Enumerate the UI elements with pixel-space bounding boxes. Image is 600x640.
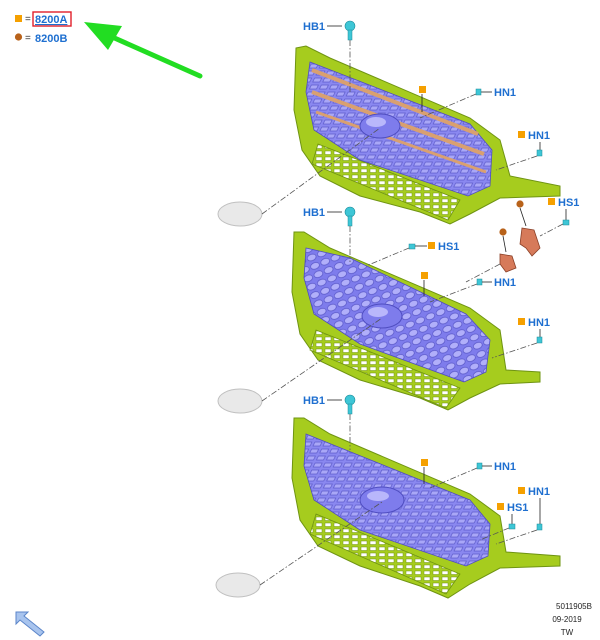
circle-marker-icon (14, 33, 23, 41)
grille-2-hn1-b-line (491, 342, 538, 359)
grille-1-hn1-a-line (419, 93, 477, 119)
bolt-icon (344, 394, 356, 415)
grille-2-label-hn1-a: HN1 (494, 277, 516, 289)
grille-1-label-hn1-a: HN1 (494, 87, 516, 99)
clip-icon (562, 219, 570, 226)
nav-arrow-icon[interactable] (15, 611, 45, 637)
grille-2-emblem-highlight (368, 307, 388, 317)
legend-highlight-box (32, 11, 72, 27)
grille-1-emblem-highlight (366, 117, 386, 127)
clip-icon (536, 523, 543, 531)
clip-icon (408, 243, 416, 250)
legend-equals-2: = (25, 33, 31, 44)
grille-assembly-3: HB1 HN1 HN1 HS1 (215, 394, 561, 599)
grille-2-bracket-line (465, 263, 501, 283)
clip-icon (536, 149, 543, 157)
grille-3-hs1-line (479, 527, 510, 541)
legend-equals-1: = (25, 14, 31, 25)
clip-icon (476, 462, 483, 470)
footer-date: 09-2019 (552, 615, 582, 624)
grille-2-hn1-a-line (429, 283, 478, 303)
grille-2-label-hn1-b: HN1 (528, 317, 550, 329)
grille-1-label-hn1-b: HN1 (528, 130, 550, 142)
bolt-icon (344, 206, 356, 227)
grille-assembly-1: HB1 HN1 HN1 (217, 20, 561, 227)
square-marker-icon (518, 131, 525, 138)
footer-code: 5011905B (556, 602, 592, 611)
drawing-footer: 5011905B 09-2019 TW (552, 602, 592, 637)
legend-code-circle[interactable]: 8200B (35, 33, 67, 45)
grille-3-label-hn1-b: HN1 (528, 486, 550, 498)
square-marker-icon (518, 487, 525, 494)
grille-1-strip-1 (311, 68, 479, 136)
grille-2-centerline (261, 317, 383, 402)
circle-marker-icon (516, 200, 524, 208)
grille-3-centerline (259, 501, 383, 586)
grille-3-emblem-highlight (367, 491, 389, 501)
grille-2-bracket-lead-b (502, 235, 507, 253)
legend: = 8200A = 8200B (14, 11, 72, 45)
clip-icon (536, 336, 543, 344)
square-marker-icon (419, 86, 426, 93)
grille-1-hn1-b-line (495, 155, 538, 171)
grille-3-lower-slots (309, 513, 461, 595)
grille-3-hn1-b-line (495, 529, 538, 545)
grille-2-lower-slots (309, 329, 461, 409)
grille-2-label-hs1-b: HS1 (558, 197, 579, 209)
grille-2-bracket-lead-a (519, 207, 527, 227)
grille-2-label-hb1: HB1 (303, 207, 325, 219)
square-marker-icon (518, 318, 525, 325)
bolt-icon (344, 20, 356, 41)
grille-3-label-hn1-a: HN1 (494, 461, 516, 473)
bracket-icon (499, 227, 541, 273)
clip-icon (475, 88, 482, 96)
legend-code-square[interactable]: 8200A (35, 14, 67, 26)
square-marker-icon (497, 503, 504, 510)
green-arrow-icon (84, 22, 203, 79)
grille-3-emblem-cover (215, 572, 261, 598)
grille-1-centerline (261, 127, 381, 215)
grille-3-label-hs1: HS1 (507, 502, 528, 514)
grille-1-lower-slots (311, 143, 461, 221)
grille-3-hn1-a-line (429, 467, 478, 489)
grille-1-strip-3 (315, 110, 487, 174)
clip-icon (508, 523, 516, 530)
clip-icon (476, 278, 483, 286)
grille-2-label-hs1-a: HS1 (438, 241, 459, 253)
circle-marker-icon (499, 228, 507, 236)
square-marker-icon (428, 242, 435, 249)
square-marker-icon (421, 459, 428, 466)
footer-region: TW (561, 628, 574, 637)
grille-2-hs1-b-line (539, 223, 564, 237)
square-marker-icon (15, 15, 22, 22)
grille-2-hs1-a-line (365, 247, 410, 267)
grille-1-emblem-cover (217, 201, 263, 227)
square-marker-icon (421, 272, 428, 279)
grille-2-emblem-cover (217, 388, 263, 414)
grille-assembly-2: HB1 HS1 HN1 HN1 (217, 197, 579, 414)
grille-1-label-hb1: HB1 (303, 21, 325, 33)
square-marker-icon (548, 198, 555, 205)
grille-3-label-hb1: HB1 (303, 395, 325, 407)
